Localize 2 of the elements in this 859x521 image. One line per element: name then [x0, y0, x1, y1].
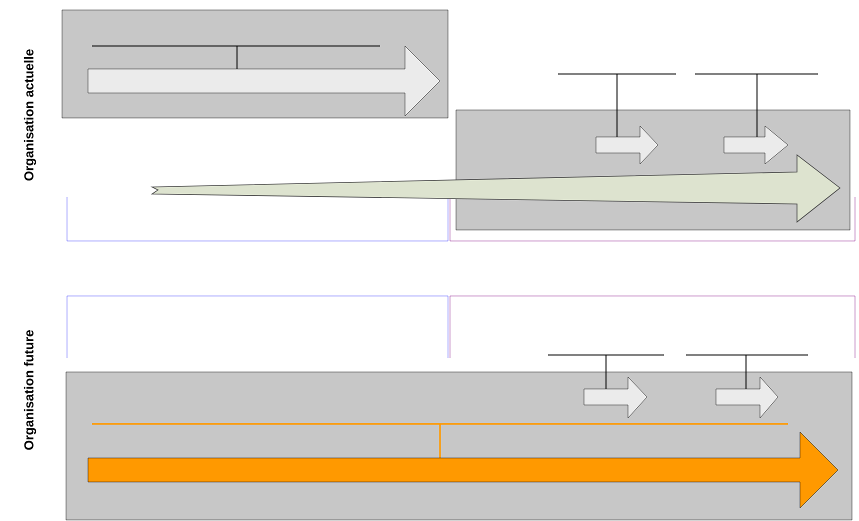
side-label: Organisation actuelle — [24, 49, 36, 181]
side-label: Organisation future — [24, 330, 36, 450]
